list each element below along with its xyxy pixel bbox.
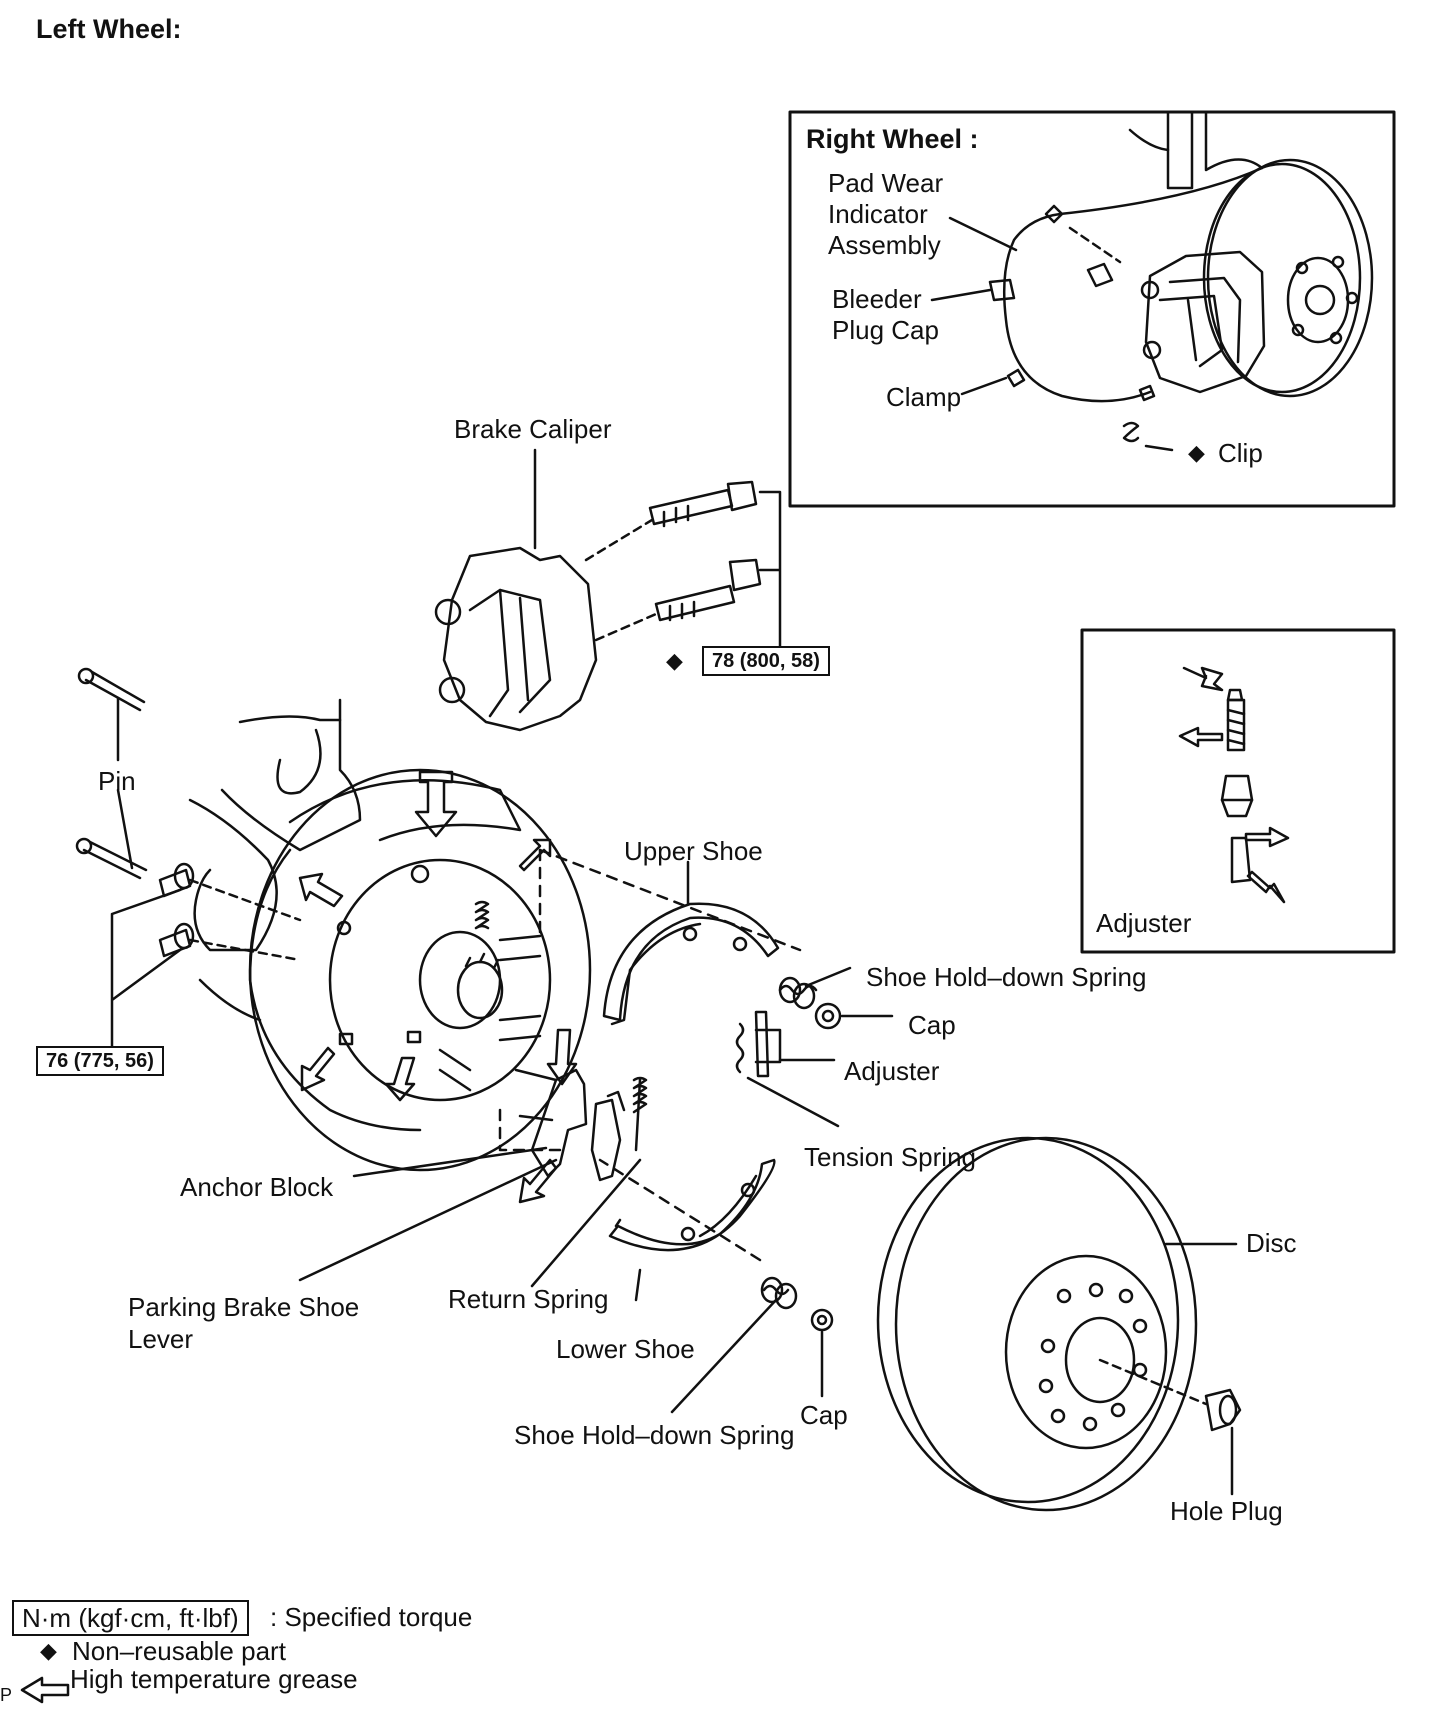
legend-torque-box: N·m (kgf·cm, ft·lbf) — [12, 1600, 249, 1636]
knuckle-backing-plate-drawing — [188, 698, 592, 1172]
non-reusable-diamond-icon: ◆ — [666, 648, 683, 673]
brake-caliper-label: Brake Caliper — [454, 414, 612, 444]
upper-shoe-label: Upper Shoe — [624, 836, 763, 866]
tension-spring-label: Tension Spring — [804, 1142, 976, 1172]
anchor-block-label: Anchor Block — [180, 1172, 334, 1202]
legend-diamond-icon: ◆ — [40, 1638, 57, 1663]
lower-shoe-drawing — [608, 1158, 776, 1252]
non-reusable-diamond-icon: ◆ — [1188, 440, 1205, 465]
legend-grease-arrow-icon — [20, 1676, 70, 1704]
bleeder-label-line1: Bleeder — [832, 284, 922, 314]
right-wheel-assembly-drawing — [988, 110, 1374, 443]
upper-shoe-drawing — [602, 902, 780, 1026]
legend-non-reusable-text: Non–reusable part — [72, 1636, 286, 1666]
shoe-hold-down-spring-lower-label: Shoe Hold–down Spring — [514, 1420, 795, 1450]
knuckle-bolts-drawing — [158, 862, 195, 958]
page-title: Left Wheel: — [36, 14, 182, 44]
bleeder-label-line2: Plug Cap — [832, 315, 939, 345]
clip-label: Clip — [1218, 438, 1263, 468]
return-spring-label: Return Spring — [448, 1284, 609, 1314]
pin-label: Pin — [98, 766, 136, 796]
brake-caliper-drawing — [434, 546, 598, 732]
pad-wear-label-line3: Assembly — [828, 230, 941, 260]
disc-label: Disc — [1246, 1228, 1297, 1258]
knuckle-bolt-torque-box: 76 (775, 56) — [36, 1046, 164, 1076]
hole-plug-label: Hole Plug — [1170, 1496, 1283, 1526]
parking-brake-label-line2: Lever — [128, 1324, 194, 1354]
adjuster-inset-title: Adjuster — [1096, 908, 1192, 938]
caliper-bolt-torque-box: 78 (800, 58) — [702, 646, 830, 676]
pins-drawing — [75, 667, 148, 880]
cap-lower-label: Cap — [800, 1400, 848, 1430]
clamp-label: Clamp — [886, 382, 962, 412]
right-wheel-inset-frame — [788, 110, 1396, 508]
legend-grease-text: High temperature grease — [70, 1664, 358, 1694]
cap-upper-label: Cap — [908, 1010, 956, 1040]
lower-shoe-label: Lower Shoe — [556, 1334, 695, 1364]
corner-mark: P — [0, 1685, 13, 1705]
right-wheel-title: Right Wheel : — [806, 124, 979, 154]
pad-wear-label-line2: Indicator — [828, 199, 928, 229]
caliper-bolts-drawing — [648, 480, 762, 622]
adjuster-inset-frame — [1080, 628, 1396, 954]
adjuster-label: Adjuster — [844, 1056, 940, 1086]
legend-torque-text: : Specified torque — [270, 1602, 473, 1632]
shoe-hold-down-spring-upper-label: Shoe Hold–down Spring — [866, 962, 1147, 992]
adjuster-detail-drawing — [1178, 666, 1290, 904]
disc-drawing — [876, 1136, 1198, 1512]
pad-wear-label-line1: Pad Wear — [828, 168, 944, 198]
parking-brake-label-line1: Parking Brake Shoe — [128, 1292, 360, 1322]
